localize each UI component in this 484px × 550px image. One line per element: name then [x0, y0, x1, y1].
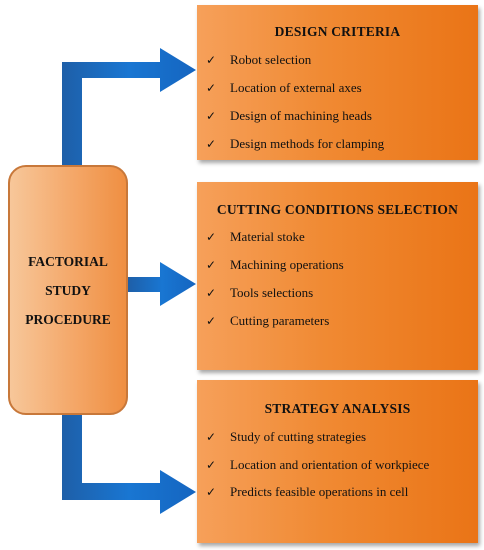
- list-item: ✓Robot selection: [206, 52, 312, 67]
- check-icon: ✓: [206, 230, 217, 244]
- list-item: ✓Predicts feasible operations in cell: [206, 484, 409, 499]
- panel-title: STRATEGY ANALYSIS: [264, 401, 411, 416]
- list-item: ✓Location of external axes: [206, 80, 362, 95]
- check-icon: ✓: [206, 137, 217, 151]
- arrow-to-strategy-analysis: [62, 415, 196, 514]
- list-item: ✓Study of cutting strategies: [206, 429, 367, 444]
- check-icon: ✓: [206, 485, 217, 499]
- list-item: ✓Machining operations: [206, 257, 344, 272]
- list-item: ✓Cutting parameters: [206, 313, 330, 328]
- check-icon: ✓: [206, 430, 217, 444]
- cutting-conditions-panel: CUTTING CONDITIONS SELECTION ✓Material s…: [197, 182, 478, 370]
- arrow-to-design-criteria: [62, 48, 196, 165]
- strategy-analysis-panel: STRATEGY ANALYSIS ✓Study of cutting stra…: [197, 380, 478, 543]
- list-item: ✓Design of machining heads: [206, 108, 372, 123]
- list-item: ✓Tools selections: [206, 285, 314, 300]
- check-icon: ✓: [206, 81, 217, 95]
- check-icon: ✓: [206, 458, 217, 472]
- check-icon: ✓: [206, 258, 217, 272]
- center-line-1: FACTORIAL: [28, 253, 108, 269]
- check-icon: ✓: [206, 286, 217, 300]
- check-icon: ✓: [206, 109, 217, 123]
- list-item: ✓Material stoke: [206, 229, 305, 244]
- center-line-2: STUDY: [45, 282, 91, 298]
- panel-title: CUTTING CONDITIONS SELECTION: [216, 202, 459, 217]
- check-icon: ✓: [206, 53, 217, 67]
- list-item: ✓Design methods for clamping: [206, 136, 385, 151]
- check-icon: ✓: [206, 314, 217, 328]
- design-criteria-panel: DESIGN CRITERIA ✓Robot selection ✓Locati…: [197, 5, 478, 160]
- arrow-to-cutting-conditions: [128, 262, 196, 306]
- center-line-3: PROCEDURE: [25, 311, 111, 327]
- list-item: ✓Location and orientation of workpiece: [206, 457, 430, 472]
- panel-title: DESIGN CRITERIA: [274, 24, 401, 39]
- factorial-study-procedure-box: FACTORIAL STUDY PROCEDURE: [8, 165, 128, 415]
